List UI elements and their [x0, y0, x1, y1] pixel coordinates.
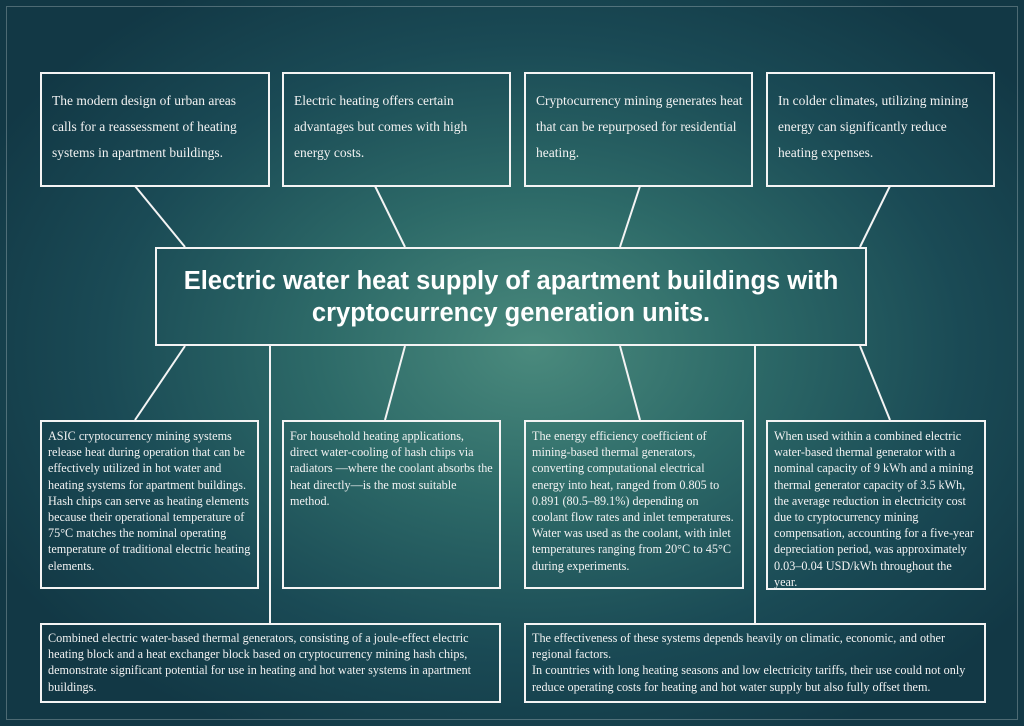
- middle-box-4: When used within a combined electric wat…: [766, 420, 986, 590]
- connector-top-3: [619, 185, 641, 248]
- diagram-frame: [6, 6, 1018, 720]
- connector-top-4: [859, 185, 891, 248]
- diagram-title: Electric water heat supply of apartment …: [155, 247, 867, 346]
- connector-mid-2: [384, 345, 406, 421]
- top-box-1: The modern design of urban areas calls f…: [40, 72, 270, 187]
- middle-box-3: The energy efficiency coefficient of min…: [524, 420, 744, 589]
- connector-top-2: [374, 185, 406, 248]
- bottom-box-1: Combined electric water-based thermal ge…: [40, 623, 501, 703]
- middle-box-1: ASIC cryptocurrency mining systems relea…: [40, 420, 259, 589]
- top-box-4: In colder climates, utilizing mining ene…: [766, 72, 995, 187]
- bottom-box-2: The effectiveness of these systems depen…: [524, 623, 986, 703]
- top-box-3: Cryptocurrency mining generates heat tha…: [524, 72, 753, 187]
- connector-mid-3: [619, 345, 641, 421]
- connector-mid-4: [859, 345, 891, 421]
- middle-box-2: For household heating applications, dire…: [282, 420, 501, 589]
- connector-top-1: [134, 185, 186, 248]
- top-box-2: Electric heating offers certain advantag…: [282, 72, 511, 187]
- connector-mid-1: [134, 345, 186, 421]
